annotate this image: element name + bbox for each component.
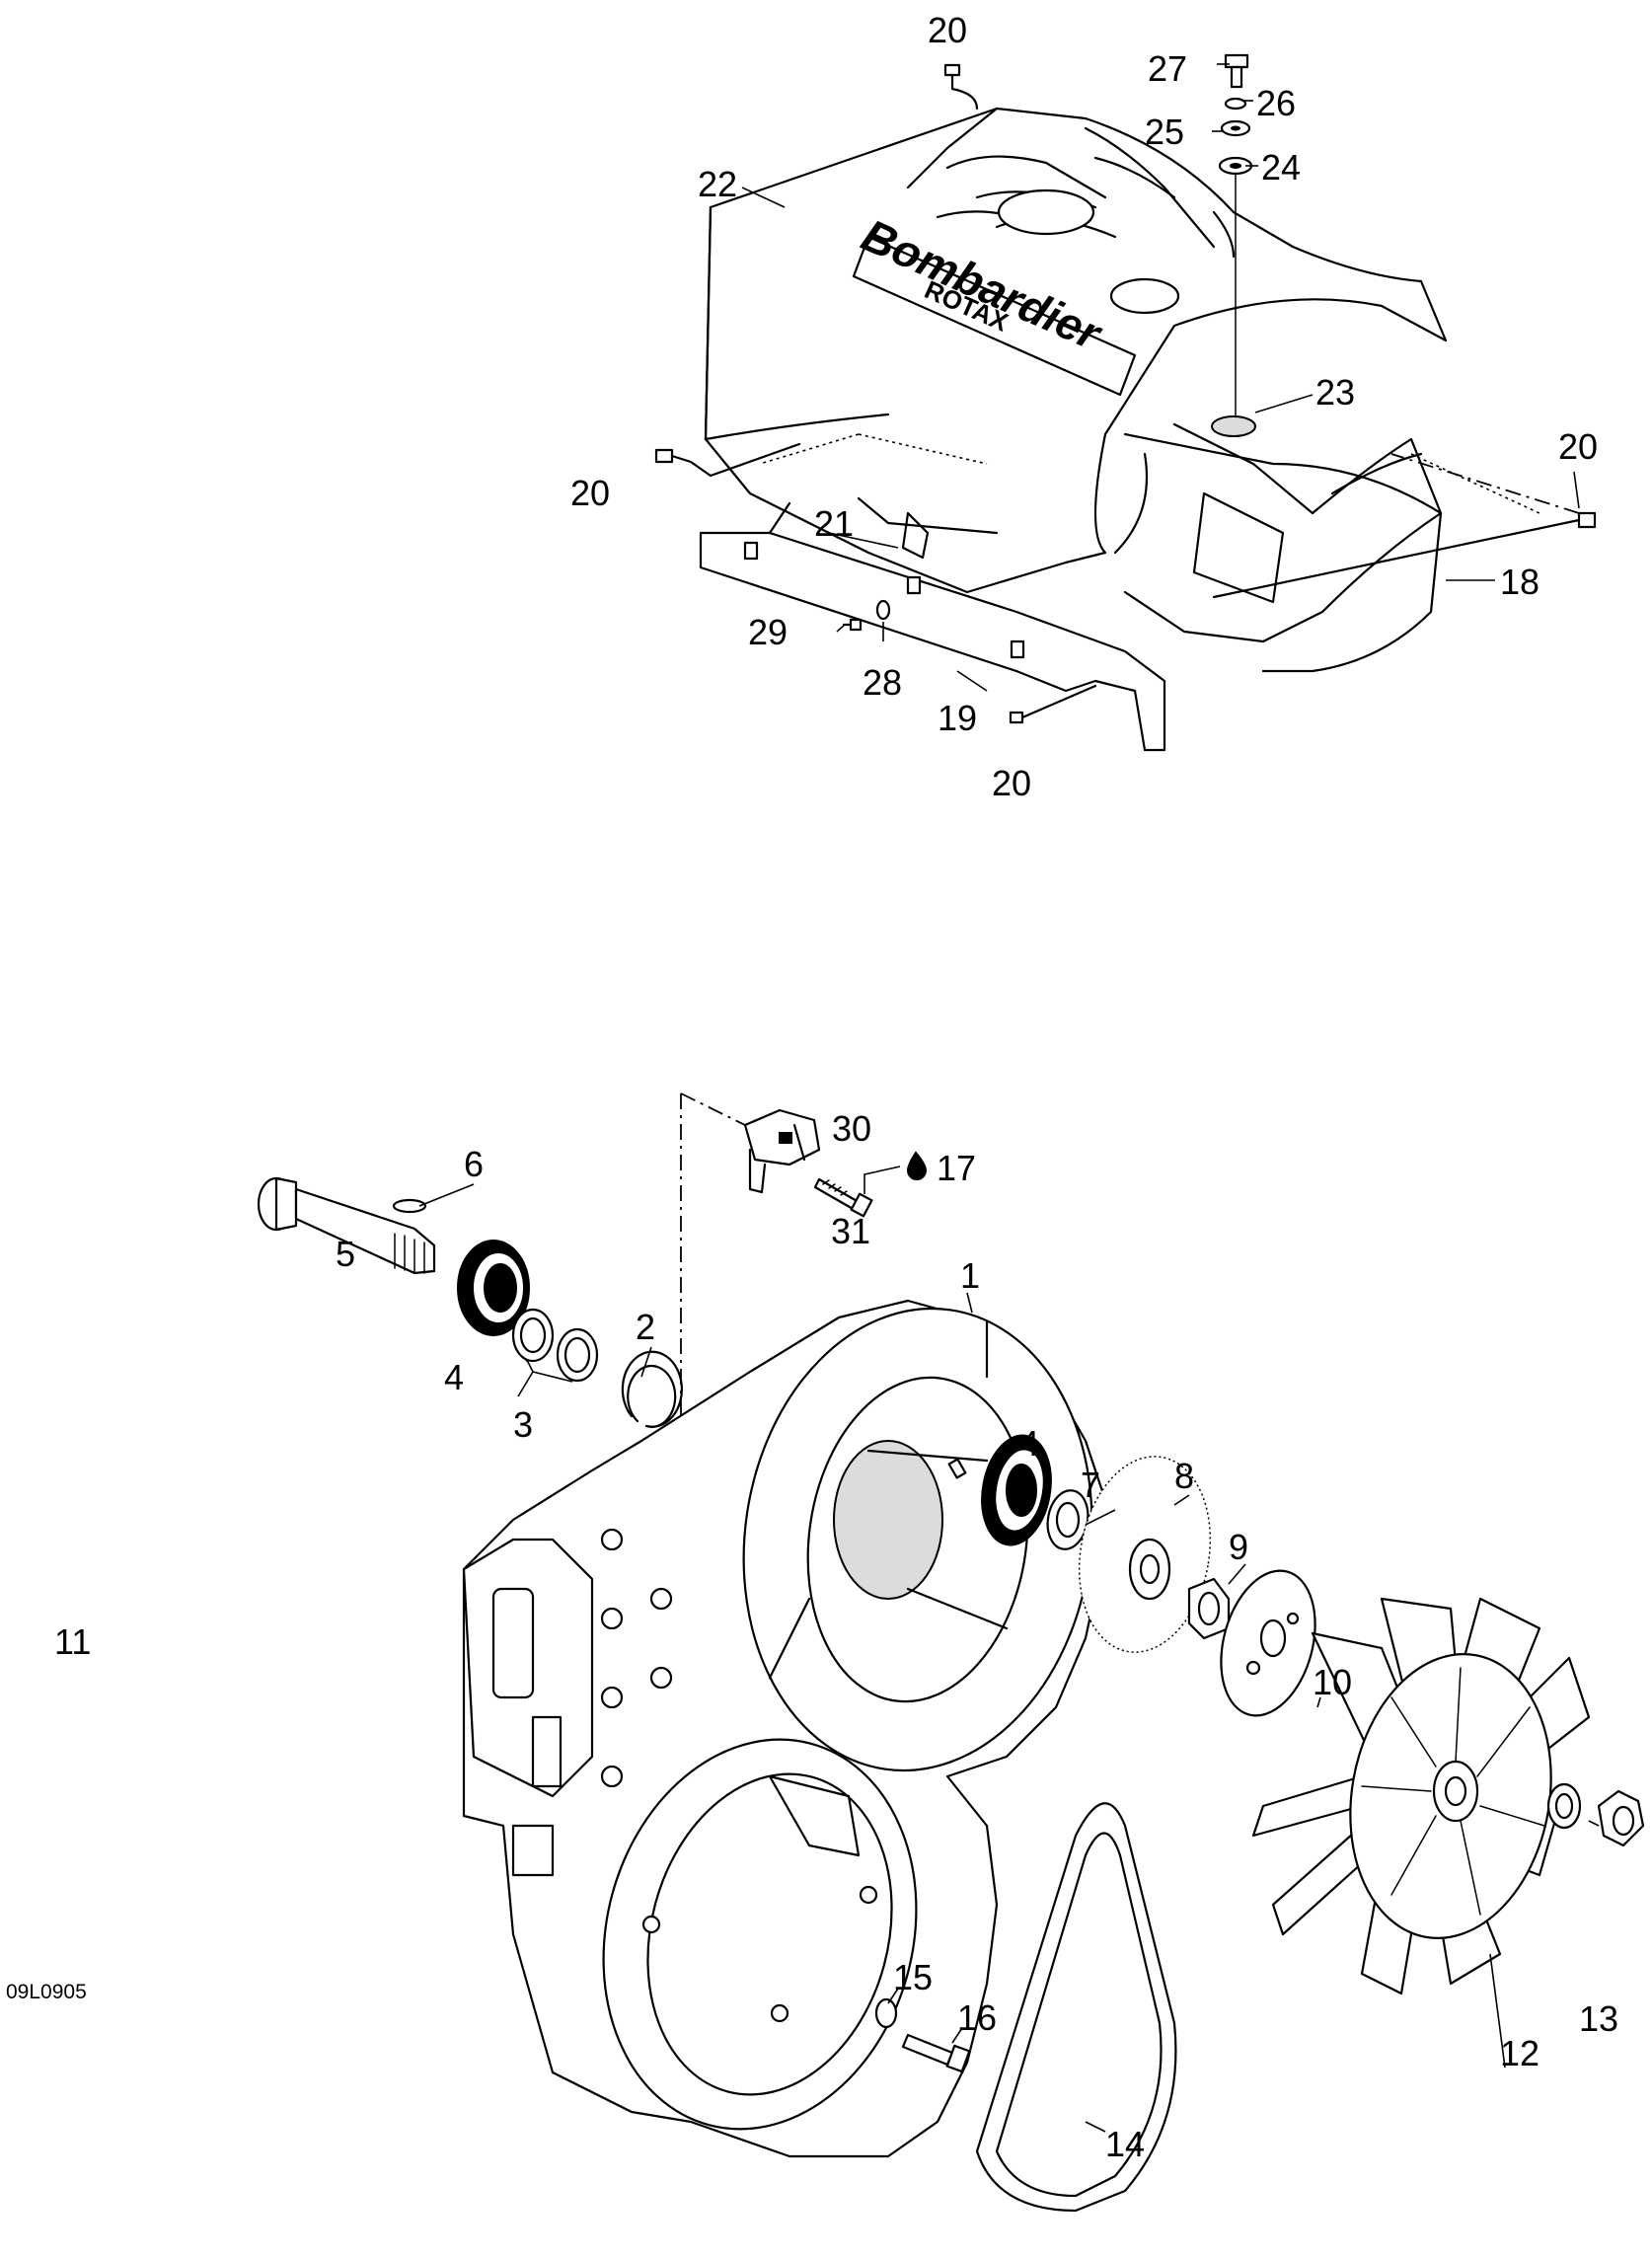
key xyxy=(392,1198,427,1214)
callout-27: 27 xyxy=(1148,48,1187,89)
callout-22: 22 xyxy=(698,164,737,204)
callout-14: 14 xyxy=(1105,2124,1145,2164)
cover-bracket xyxy=(699,496,1166,752)
callout-16: 16 xyxy=(957,1997,997,2038)
callout-20-right: 20 xyxy=(1558,426,1598,467)
callout-13: 13 xyxy=(1579,1998,1618,2039)
heat-shield xyxy=(1113,432,1443,673)
callout-8: 8 xyxy=(1174,1456,1194,1496)
callout-28: 28 xyxy=(863,662,902,703)
drawing-code: 09L0905 xyxy=(6,1981,87,2003)
callout-20-top: 20 xyxy=(928,10,967,50)
washer-28 xyxy=(875,599,891,621)
callout-6: 6 xyxy=(464,1144,484,1184)
screw-16 xyxy=(901,2033,971,2073)
callout-31: 31 xyxy=(831,1211,870,1251)
callout-18: 18 xyxy=(1500,562,1539,602)
fan-nut xyxy=(1597,1789,1645,1847)
hub-nut xyxy=(1187,1577,1231,1640)
leader-lines-bottom xyxy=(418,1183,1600,2133)
callout-19: 19 xyxy=(938,698,977,738)
screw-20-bottom xyxy=(1009,684,1097,724)
callout-23: 23 xyxy=(1315,372,1355,413)
leader-lines-top xyxy=(741,63,1580,692)
cover-fastener-stack xyxy=(1218,53,1253,425)
callout-10: 10 xyxy=(1313,1662,1352,1702)
washer-15 xyxy=(874,1997,898,2029)
callout-5: 5 xyxy=(336,1234,355,1274)
engine-cover-assembly: Bombardier ROTAX xyxy=(654,53,1597,752)
callout-21: 21 xyxy=(814,503,854,544)
callout-29: 29 xyxy=(748,612,788,652)
clip-30 xyxy=(743,1108,821,1194)
cooling-fan xyxy=(1251,1597,1591,1995)
callout-20-bottom: 20 xyxy=(992,763,1031,803)
callout-9: 9 xyxy=(1229,1527,1248,1567)
pulley-half xyxy=(1078,1456,1212,1653)
shaft xyxy=(257,1176,436,1275)
callout-24: 24 xyxy=(1261,147,1301,188)
callout-3: 3 xyxy=(513,1404,533,1445)
grommet xyxy=(1211,415,1256,437)
callout-20-left: 20 xyxy=(570,473,610,513)
fan-housing xyxy=(462,1299,1107,2158)
spacer-rings xyxy=(511,1308,599,1383)
callout-30: 30 xyxy=(832,1108,871,1149)
callout-12: 12 xyxy=(1500,2033,1539,2073)
engine-cover: Bombardier ROTAX xyxy=(704,107,1448,643)
callout-17: 17 xyxy=(937,1148,976,1188)
bearing-lower xyxy=(947,1434,1052,1546)
callout-2: 2 xyxy=(636,1307,655,1347)
fan-plate xyxy=(1220,1569,1316,1717)
callout-25: 25 xyxy=(1145,112,1184,152)
screw-29 xyxy=(842,618,863,632)
callout-15: 15 xyxy=(893,1957,933,1997)
callout-1: 1 xyxy=(960,1255,980,1296)
callout-11: 11 xyxy=(54,1621,91,1662)
drive-belt xyxy=(975,1802,1177,2213)
callout-4-lower: 4 xyxy=(1019,1423,1039,1464)
bearing-upper xyxy=(457,1240,530,1336)
fan-housing-assembly xyxy=(257,1092,1645,2213)
oil-drop-icon xyxy=(906,1151,928,1180)
screw-20-left xyxy=(654,442,801,478)
callout-26: 26 xyxy=(1256,83,1296,123)
callout-7: 7 xyxy=(1081,1465,1100,1505)
callout-4-upper: 4 xyxy=(444,1357,464,1397)
screw-31 xyxy=(813,1166,901,1218)
circlip xyxy=(621,1350,683,1429)
screw-20-right xyxy=(1212,453,1597,599)
screw-20-top xyxy=(943,63,979,111)
lock-washer xyxy=(1546,1782,1582,1830)
